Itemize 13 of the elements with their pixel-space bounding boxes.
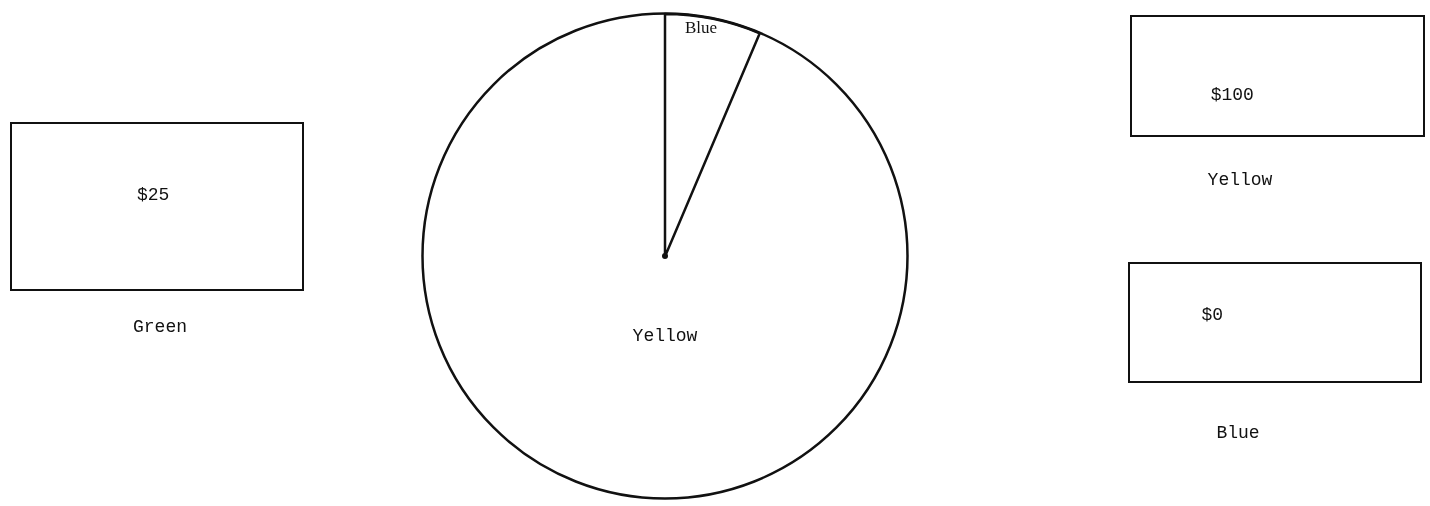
value-box — [10, 122, 304, 291]
spinner-sector — [665, 13, 760, 256]
value-box — [1130, 15, 1425, 137]
color-label: Green — [133, 317, 187, 337]
spinner-circle — [421, 12, 909, 500]
color-label: Yellow — [1207, 170, 1273, 190]
dollar-amount: $100 — [1210, 85, 1254, 106]
sector-label: Yellow — [632, 326, 698, 346]
dollar-amount: $25 — [136, 184, 170, 205]
dollar-amount: $0 — [1201, 304, 1224, 325]
sector-label: Blue — [684, 17, 718, 38]
color-label: Blue — [1216, 423, 1260, 443]
value-box — [1128, 262, 1422, 383]
